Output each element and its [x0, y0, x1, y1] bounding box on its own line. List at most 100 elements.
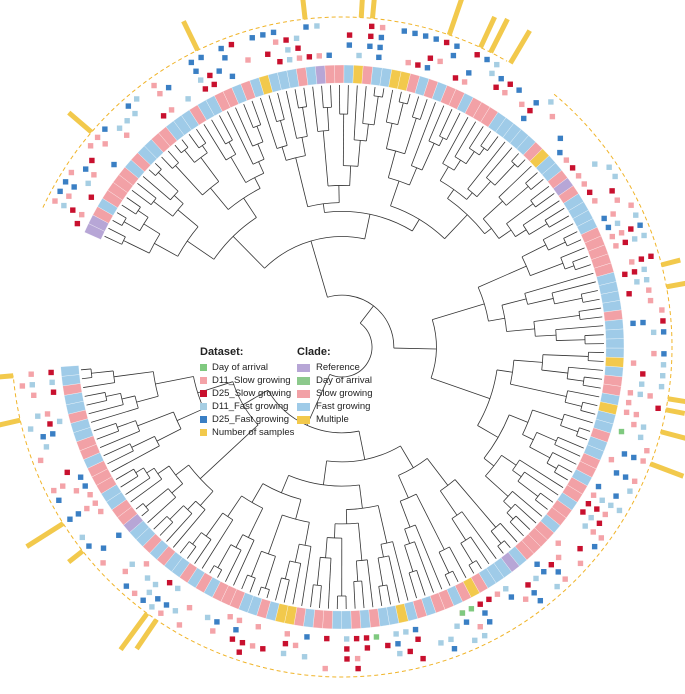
tree-branch [142, 176, 171, 201]
tree-branch [301, 137, 306, 156]
dataset-cell [533, 100, 539, 106]
dataset-cell [639, 381, 645, 387]
tree-branch [500, 523, 518, 543]
dataset-cell [454, 623, 460, 629]
tree-arc [222, 512, 234, 521]
tree-arc [486, 177, 496, 186]
tree-branch [334, 523, 336, 539]
dataset-cell [116, 125, 123, 131]
tree-branch [494, 163, 515, 186]
tree-arc [188, 541, 197, 547]
tree-arc [506, 223, 516, 237]
dataset-cell [577, 545, 583, 552]
dataset-cell [277, 58, 283, 65]
tree-branch [414, 541, 434, 593]
tree-branch [515, 515, 531, 530]
dataset-cell [585, 501, 592, 507]
dataset-cell [67, 516, 73, 522]
tree-arc [148, 233, 161, 254]
dataset-cell [630, 360, 637, 366]
tree-branch [260, 97, 278, 149]
dataset-cell [364, 645, 371, 651]
dataset-cell [393, 631, 399, 637]
tree-branch [153, 201, 173, 217]
dataset-cell [602, 511, 608, 518]
tree-branch [113, 371, 154, 378]
tree-arc [202, 181, 219, 196]
tree-branch [584, 376, 603, 380]
tree-branch [549, 215, 570, 228]
tree-arc [555, 329, 557, 341]
dataset-cell [648, 253, 654, 259]
dataset-cell [405, 59, 411, 66]
tree-branch [264, 556, 276, 589]
clade-cell [605, 328, 625, 340]
dataset-cell [614, 220, 621, 227]
tree-branch [496, 369, 513, 373]
tree-branch [91, 370, 114, 374]
dataset-cell [324, 635, 330, 642]
tree-branch [414, 524, 443, 590]
dataset-cell [613, 243, 619, 249]
tree-branch [326, 107, 330, 131]
tree-arc [133, 468, 139, 477]
dataset-cell [363, 635, 370, 641]
dataset-cell [186, 604, 193, 611]
tree-branch [169, 505, 184, 520]
tree-arc [408, 570, 417, 574]
dataset-cell [272, 39, 279, 45]
dataset-cell [621, 451, 628, 457]
tree-branch [465, 151, 475, 164]
dataset-cell [158, 610, 164, 616]
tree-arc [201, 532, 212, 540]
tree-arc [454, 156, 467, 165]
dataset-legend-item: D25_Fast growing [200, 413, 294, 426]
dataset-cell [168, 107, 175, 113]
dataset-cell [163, 602, 170, 608]
legend-swatch [297, 402, 310, 411]
dataset-cell [48, 369, 54, 376]
dataset-cell [85, 180, 91, 187]
tree-branch [364, 214, 371, 240]
tree-branch [179, 541, 190, 554]
tree-branch [158, 172, 179, 192]
dataset-cell [249, 35, 255, 41]
tree-branch [444, 574, 451, 586]
tree-branch [143, 223, 161, 235]
tree-branch [582, 298, 600, 303]
tree-branch [486, 147, 513, 178]
tree-branch [157, 465, 170, 475]
dataset-cell [71, 184, 77, 190]
tree-branch [501, 298, 527, 306]
tree-branch [227, 495, 242, 517]
tree-branch [556, 339, 586, 341]
tree-branch [482, 200, 503, 220]
tree-arc [483, 414, 510, 459]
dataset-cell [124, 118, 130, 124]
tree-branch [243, 197, 257, 218]
dataset-cell [395, 641, 401, 647]
clade-cell [605, 338, 625, 349]
sample-bar [0, 373, 14, 380]
dataset-cell [557, 135, 564, 142]
dataset-cell [228, 41, 235, 48]
tree-branch [359, 484, 363, 509]
tree-branch [177, 209, 199, 228]
dataset-cell [379, 24, 386, 31]
tree-branch [544, 207, 565, 221]
tree-arc [135, 420, 141, 432]
tree-arc [480, 145, 488, 151]
tree-branch [478, 147, 485, 156]
tree-branch [251, 551, 262, 577]
dataset-legend-item: D11_Fast growing [200, 400, 294, 413]
tree-branch [186, 546, 197, 559]
tree-branch [439, 490, 458, 516]
dataset-cell [245, 57, 251, 63]
tree-branch [490, 530, 502, 544]
dataset-cell [548, 99, 554, 105]
tree-branch [521, 244, 547, 258]
tree-branch [353, 85, 358, 140]
tree-arc [522, 409, 533, 435]
tree-branch [171, 483, 183, 494]
dataset-cell [422, 33, 429, 39]
